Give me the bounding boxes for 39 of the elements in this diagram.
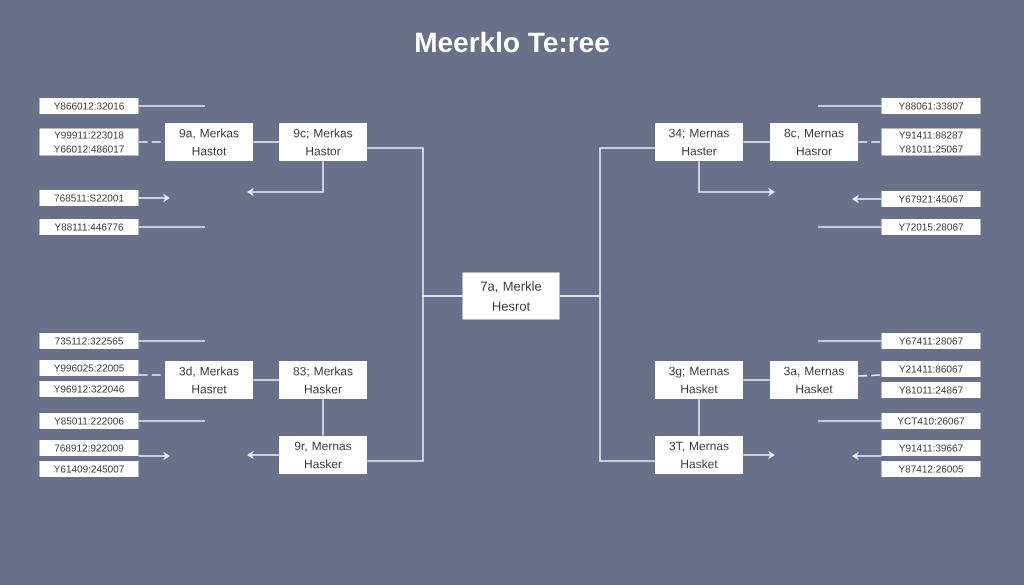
connector-line — [137, 226, 206, 228]
connector-line — [857, 141, 883, 143]
title: Meerklo Te:ree — [416, 31, 609, 53]
connector-line — [742, 379, 771, 381]
connector-line — [698, 398, 700, 437]
hash-node: 9a, Merkas Hastot — [165, 123, 253, 161]
connector-line — [817, 420, 883, 422]
connector-line — [817, 340, 883, 342]
hash-box: Y67411:28067 — [881, 333, 981, 349]
hash-box: 735112:322565 — [39, 333, 139, 349]
hash-node: 83; Merkas Hasker — [279, 361, 367, 399]
connector-line — [137, 340, 206, 342]
connector-line — [252, 141, 280, 143]
hash-box: Y866012:32016 — [39, 98, 139, 114]
connector-line — [137, 420, 206, 422]
hash-node: 9c; Merkas Hastor — [279, 123, 367, 161]
hash-node: 9r, Mernas Hasker — [279, 436, 367, 474]
connector-line — [558, 295, 656, 462]
hash-node: 3a, Mernas Hasket — [770, 361, 858, 399]
connector-line — [137, 105, 206, 107]
connector-line — [817, 105, 883, 107]
hash-box: Y99911:223018 Y66012:486017 — [39, 128, 139, 156]
hash-node: 3g; Mernas Hasket — [655, 361, 743, 399]
arrow — [247, 160, 324, 197]
hash-box: Y91411:88287 Y81011:25067 — [881, 128, 981, 156]
hash-box: Y67921:45067 — [881, 191, 981, 207]
connector-line — [366, 295, 464, 462]
connector-line — [857, 374, 883, 377]
connector-line — [322, 398, 324, 437]
hash-node: 3d, Merkas Hasret — [165, 361, 253, 399]
hash-box: 768511:S22001 — [39, 190, 139, 206]
hash-node: 3T, Mernas Hasket — [655, 436, 743, 474]
connector-line — [252, 379, 280, 381]
root-node: 7a, Merkle Hesrot — [462, 272, 560, 320]
connector-line — [817, 226, 883, 228]
hash-node: 34; Mernas Haster — [655, 123, 743, 161]
hash-node: 8c, Mernas Hasror — [770, 123, 858, 161]
connector-line — [742, 141, 771, 143]
hash-box: Y88061:33807 — [881, 98, 981, 114]
